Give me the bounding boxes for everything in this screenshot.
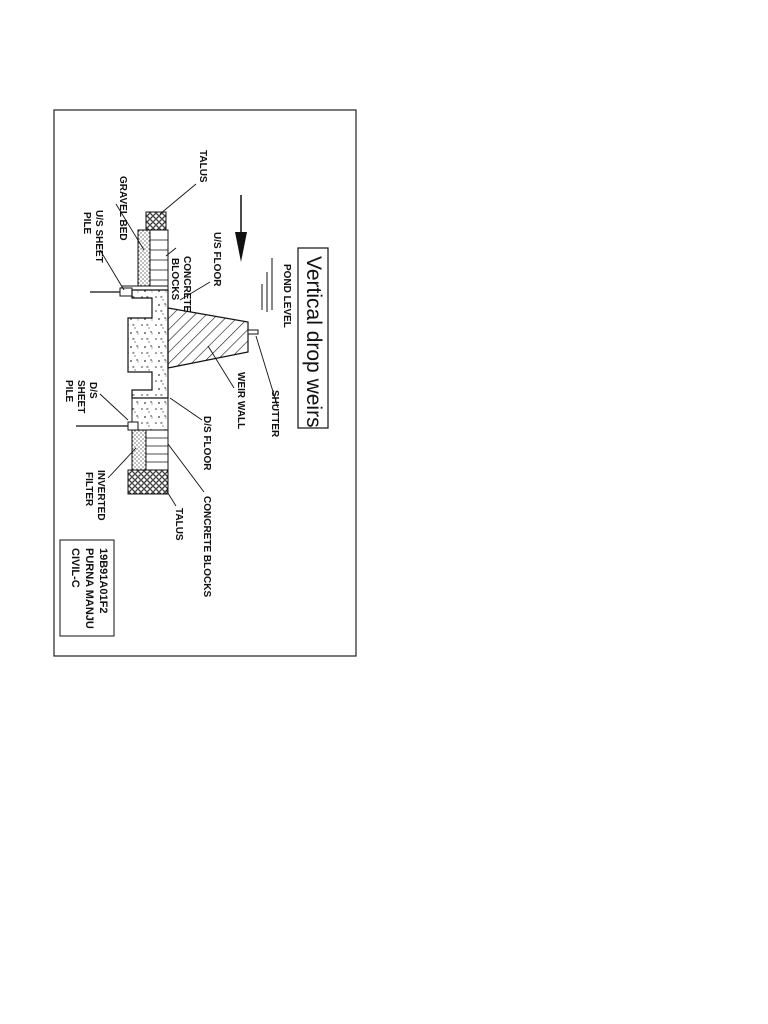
label-concrete-blocks-us-2: BLOCKS bbox=[169, 258, 180, 301]
label-us-sheet-pile-1: U/S SHEET bbox=[93, 210, 104, 263]
us-pile-cap bbox=[119, 287, 133, 297]
leader-lines bbox=[99, 183, 279, 507]
gravel-bed bbox=[137, 229, 151, 287]
signature-roll-number: 19B91A01F2 bbox=[97, 548, 109, 613]
ds-concrete-blocks bbox=[145, 429, 169, 471]
signature-class: CIVIL-C bbox=[69, 548, 81, 588]
title-box bbox=[297, 247, 329, 429]
signature-name: PURNA MANJU bbox=[83, 548, 95, 629]
flow-arrow-head bbox=[235, 232, 247, 262]
label-shutter: SHUTTER bbox=[269, 390, 280, 438]
label-inverted-filter-1: INVERTED bbox=[95, 470, 106, 521]
label-us-floor: U/S FLOOR bbox=[211, 232, 222, 287]
label-weir-wall: WEIR WALL bbox=[235, 372, 246, 429]
label-ds-sheet-pile-2: SHEET bbox=[75, 380, 86, 413]
ds-talus bbox=[127, 469, 169, 495]
us-talus bbox=[145, 211, 167, 231]
pond-level-marks bbox=[261, 258, 273, 312]
label-talus-ds: TALUS bbox=[173, 508, 184, 541]
us-concrete-blocks bbox=[149, 229, 169, 287]
signature-box bbox=[59, 539, 115, 637]
label-ds-sheet-pile-1: D/S bbox=[87, 382, 98, 399]
label-inverted-filter-2: FILTER bbox=[83, 472, 94, 507]
label-talus-us: TALUS bbox=[197, 150, 208, 183]
label-ds-floor: D/S FLOOR bbox=[201, 416, 212, 471]
label-ds-sheet-pile-3: PILE bbox=[63, 380, 74, 403]
weir-wall bbox=[167, 307, 249, 369]
ds-floor bbox=[131, 397, 169, 431]
label-concrete-blocks-ds: CONCRETE BLOCKS bbox=[201, 496, 212, 597]
shutter bbox=[247, 329, 259, 335]
label-concrete-blocks-us-1: CONCRETE bbox=[181, 256, 192, 312]
ds-pile-cap bbox=[127, 421, 139, 431]
label-pond-level: POND LEVEL bbox=[281, 264, 292, 328]
diagram-title: Vertical drop weirs bbox=[302, 256, 325, 428]
label-gravel-bed: GRAVEL BED bbox=[117, 176, 128, 241]
label-us-sheet-pile-2: PILE bbox=[81, 212, 92, 235]
